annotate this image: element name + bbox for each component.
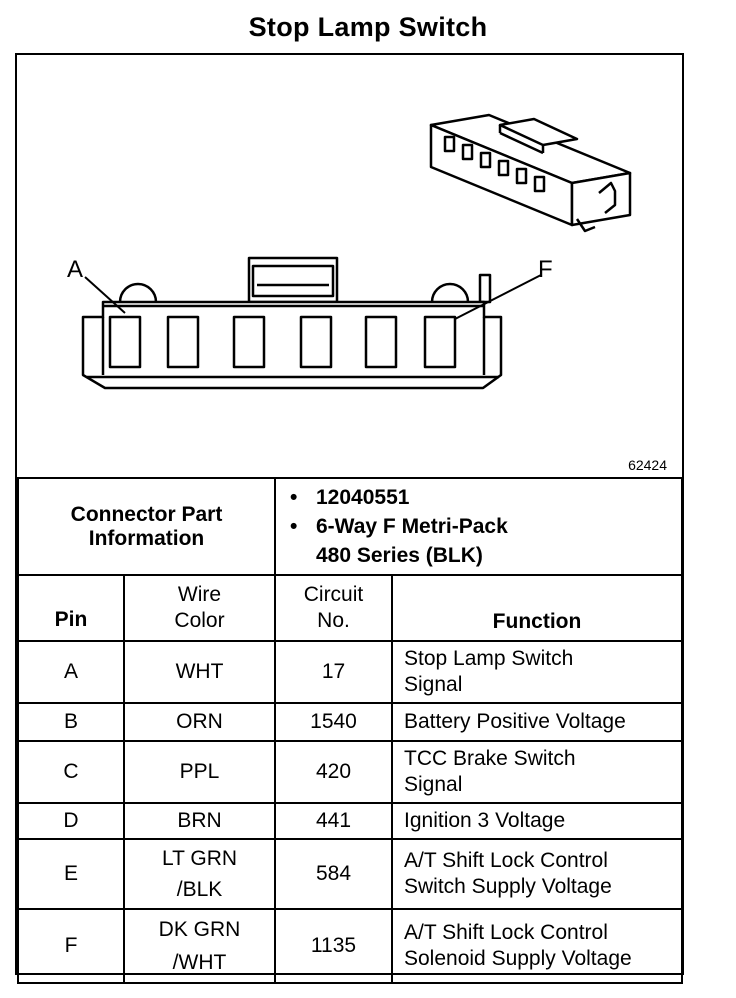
circuit-cell: 1540	[274, 702, 393, 742]
function-cell: Stop Lamp Switch Signal	[391, 640, 683, 704]
connector-3d-view	[429, 113, 632, 233]
wire-color-cell: ORN	[123, 702, 276, 742]
connector-diagram: A F 62424	[17, 55, 681, 479]
column-header-wire-color-line2: Color	[174, 609, 225, 632]
column-header-wire-color-line1: Wire	[177, 583, 222, 606]
circuit-cell: 420	[274, 740, 393, 804]
function-line2: Solenoid Supply Voltage	[404, 947, 632, 970]
function-line1: Ignition 3 Voltage	[404, 809, 566, 832]
function-line1: A/T Shift Lock Control	[404, 849, 608, 872]
part-number: 12040551	[316, 486, 410, 509]
function-line1: A/T Shift Lock Control	[404, 921, 608, 944]
circuit-cell: 441	[274, 802, 393, 840]
table-header-row: Pin Wire Color Circuit No. Function	[17, 574, 683, 642]
table-row: B ORN 1540 Battery Positive Voltage	[17, 702, 683, 742]
wire-color-cell: BRN	[123, 802, 276, 840]
connector-info-row: Connector Part Information • 12040551 • 6-…	[17, 477, 683, 576]
connector-type-line1: 6-Way F Metri-Pack	[316, 515, 508, 538]
pin-label-a: A	[67, 256, 84, 283]
connector-frame: A F 62424 Connector Part Information • 12…	[15, 53, 684, 984]
wire-color-cell: WHT	[123, 640, 276, 704]
function-cell: TCC Brake Switch Signal	[391, 740, 683, 804]
connector-info-label-line1: Connector Part	[70, 502, 223, 526]
wire-color-line1: DK GRN	[158, 918, 241, 941]
function-cell: A/T Shift Lock Control Solenoid Supply V…	[391, 908, 683, 984]
wire-color-line2: /WHT	[172, 951, 227, 974]
pin-cell: C	[17, 740, 125, 804]
function-line1: Battery Positive Voltage	[404, 710, 626, 733]
wire-color-line2: /BLK	[176, 878, 223, 901]
wire-color-cell: LT GRN /BLK	[123, 838, 276, 910]
connector-table: Connector Part Information • 12040551 • 6-…	[17, 477, 683, 984]
table-row: D BRN 441 Ignition 3 Voltage	[17, 802, 683, 840]
column-header-function: Function	[391, 574, 683, 642]
function-line2: Signal	[404, 673, 463, 696]
figure-number: 62424	[628, 457, 667, 473]
circuit-cell: 1135	[274, 908, 393, 984]
function-line1: TCC Brake Switch	[404, 747, 576, 770]
column-header-circuit: Circuit No.	[274, 574, 393, 642]
pin-cell: F	[17, 908, 125, 984]
function-cell: A/T Shift Lock Control Switch Supply Vol…	[391, 838, 683, 910]
function-line1: Stop Lamp Switch	[404, 647, 574, 670]
connector-drawing	[81, 113, 632, 390]
connector-face	[81, 256, 503, 390]
pin-cell: B	[17, 702, 125, 742]
wire-color-cell: DK GRN /WHT	[123, 908, 276, 984]
pin-cell: A	[17, 640, 125, 704]
circuit-cell: 17	[274, 640, 393, 704]
connector-type-line2: 480 Series (BLK)	[316, 544, 483, 567]
connector-info-details: • 12040551 • 6-Way F Metri-Pack 480 Series…	[274, 477, 683, 576]
page-title: Stop Lamp Switch	[248, 12, 488, 42]
column-header-wire-color: Wire Color	[123, 574, 276, 642]
table-row: E LT GRN /BLK 584 A/T Shift Lock Control…	[17, 838, 683, 910]
leader-line-a	[84, 276, 126, 314]
bullet: •	[290, 515, 298, 538]
column-header-pin: Pin	[17, 574, 125, 642]
table-row: F DK GRN /WHT 1135 A/T Shift Lock Contro…	[17, 908, 683, 984]
pin-label-f: F	[538, 256, 553, 283]
wire-color-cell: PPL	[123, 740, 276, 804]
function-line2: Signal	[404, 773, 463, 796]
function-cell: Battery Positive Voltage	[391, 702, 683, 742]
table-row: C PPL 420 TCC Brake Switch Signal	[17, 740, 683, 804]
function-line2: Switch Supply Voltage	[404, 875, 612, 898]
circuit-cell: 584	[274, 838, 393, 910]
connector-info-label-line2: Information	[88, 526, 205, 550]
column-header-circuit-line2: No.	[317, 609, 350, 632]
table-row: A WHT 17 Stop Lamp Switch Signal	[17, 640, 683, 704]
pin-cell: E	[17, 838, 125, 910]
bullet: •	[290, 486, 298, 509]
column-header-circuit-line1: Circuit	[303, 583, 364, 606]
pin-cell: D	[17, 802, 125, 840]
connector-info-label: Connector Part Information	[17, 477, 276, 576]
leader-line-f	[454, 274, 542, 320]
wire-color-line1: LT GRN	[161, 847, 238, 870]
function-cell: Ignition 3 Voltage	[391, 802, 683, 840]
